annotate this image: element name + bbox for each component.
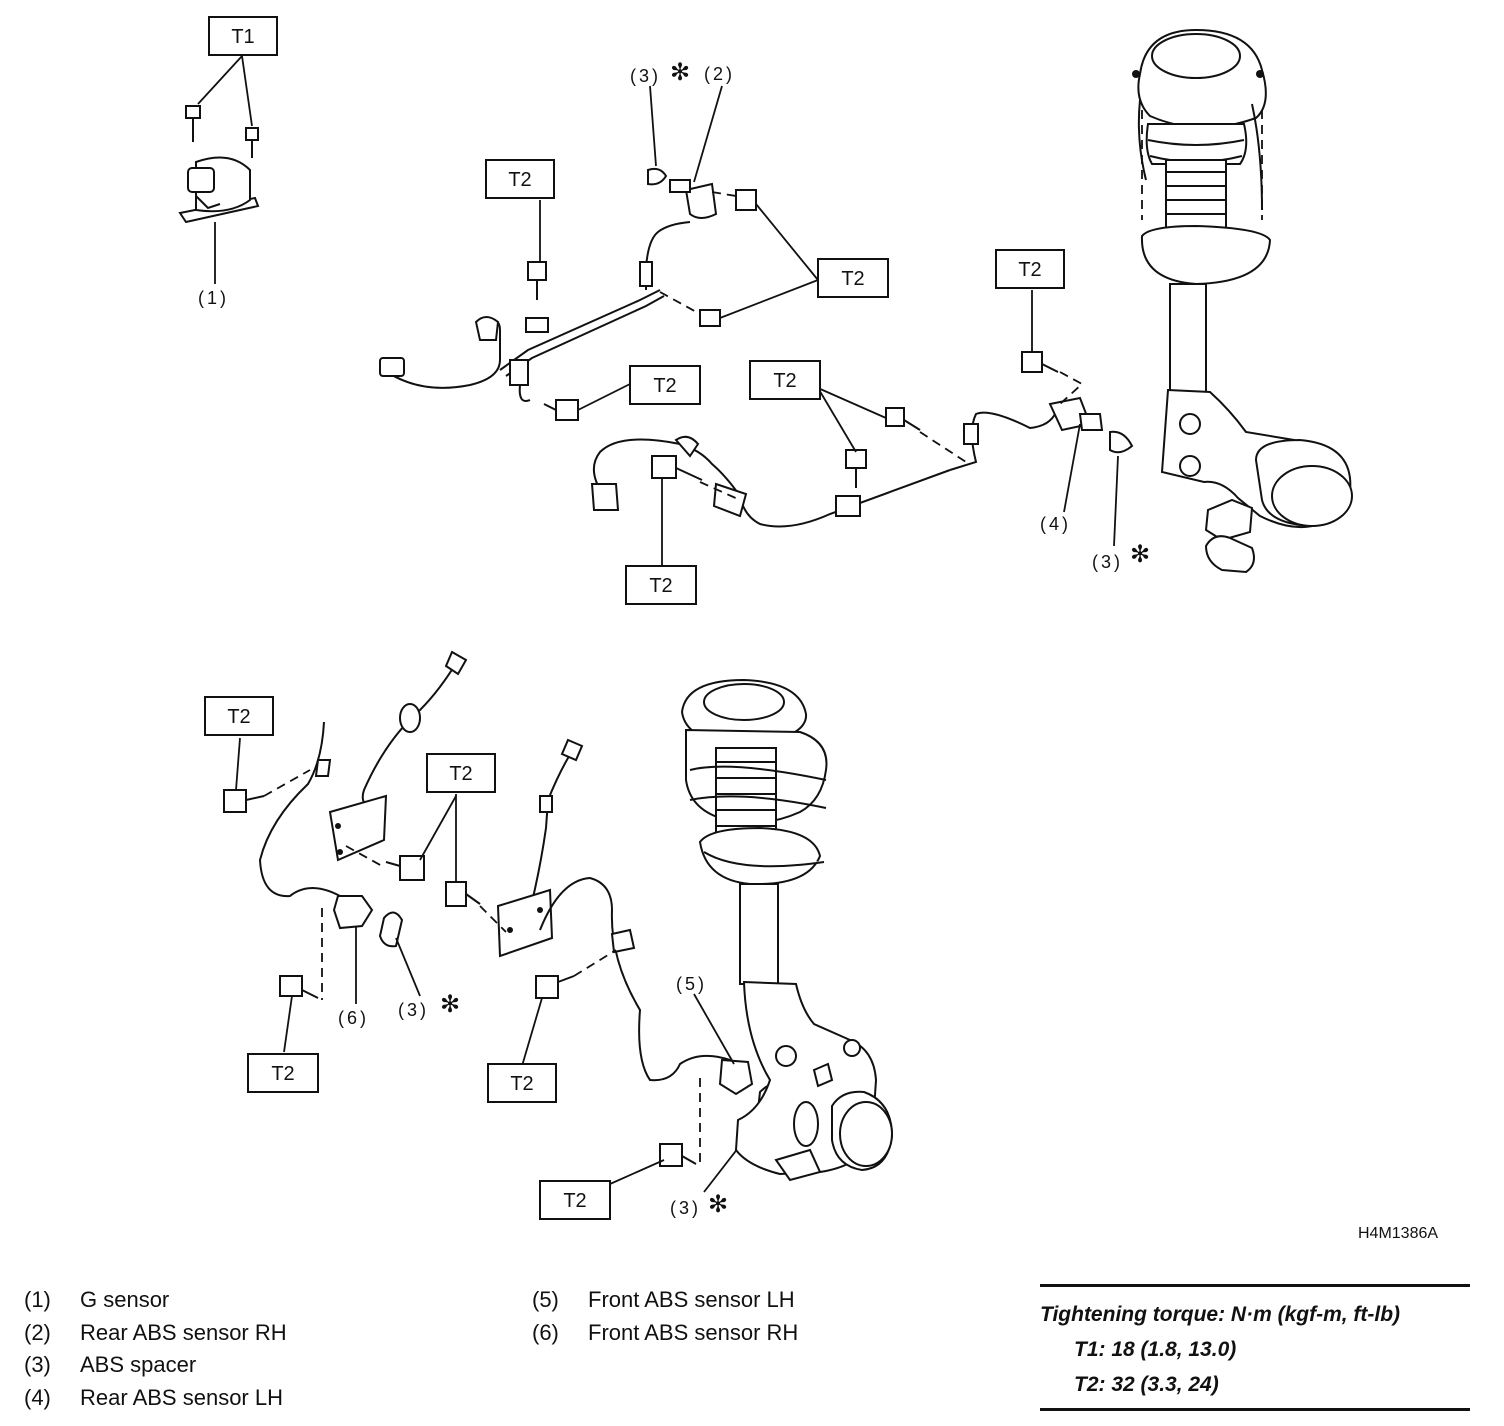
torque-heading: Tightening torque: N·m (kgf-m, ft-lb): [1040, 1303, 1401, 1326]
legend-num: (3): [24, 1352, 51, 1377]
rear-lh-bolts: [651, 351, 1059, 488]
svg-text:T2: T2: [841, 268, 864, 290]
front-lh-bolts: [445, 881, 697, 1167]
rear-rh-bolts: [527, 189, 757, 421]
rear-strut-assembly: [1132, 28, 1353, 574]
svg-text:T2: T2: [649, 575, 672, 597]
front-strut-assembly: [680, 678, 894, 1182]
t2-leader-c: [577, 383, 631, 411]
legend-num: (4): [24, 1384, 51, 1410]
legend-label: Front ABS sensor LH: [588, 1287, 795, 1312]
torque-box-t2-i: T2: [247, 1053, 319, 1093]
torque-box-t2-d: T2: [629, 365, 701, 405]
front-lh-dash-2: [573, 949, 617, 977]
callout-1: (1): [198, 288, 229, 308]
figure-id: H4M1386A: [1358, 1225, 1438, 1242]
torque-box-t2-j: T2: [487, 1063, 557, 1103]
t2-leader-i: [283, 995, 293, 1053]
legend-label: G sensor: [80, 1287, 170, 1312]
asterisk-front-lh: ✻: [708, 1190, 728, 1218]
t2-leader-g: [235, 737, 241, 791]
legend-label: ABS spacer: [80, 1352, 197, 1377]
svg-text:T2: T2: [449, 763, 472, 785]
t2-leader-l: [609, 1159, 665, 1185]
torque-box-t2-h: T2: [426, 753, 496, 793]
c3-leader-front-rh: [395, 937, 421, 997]
legend-item: (3) ABS spacer: [24, 1349, 287, 1382]
t2-leader-h: [419, 795, 457, 861]
rear-lh-harness: [590, 396, 1134, 528]
svg-text:T2: T2: [227, 706, 250, 728]
torque-t2: T2: 32 (3.3, 24): [1074, 1373, 1219, 1396]
c4-leader: [1063, 423, 1081, 513]
rear-lh-dash-1: [699, 481, 741, 501]
svg-text:T2: T2: [271, 1063, 294, 1085]
legend-label: Rear ABS sensor LH: [80, 1384, 283, 1410]
rear-rh-dash-2: [659, 291, 701, 315]
c3-leader-mid: [1113, 455, 1119, 547]
rear-rh-harness: [379, 167, 718, 402]
svg-text:T1: T1: [231, 26, 254, 48]
callout-4: (4): [1040, 514, 1071, 534]
g-sensor-bolts: [185, 105, 259, 158]
t2-leader-k: [521, 997, 543, 1067]
svg-text:T2: T2: [653, 375, 676, 397]
front-rh-bolts: [223, 789, 425, 999]
asterisk-top: ✻: [670, 58, 690, 86]
legend-label: Rear ABS sensor RH: [80, 1319, 287, 1345]
legend-item: (6) Front ABS sensor RH: [532, 1317, 798, 1350]
tightening-torque-box: Tightening torque: N·m (kgf-m, ft-lb) T1…: [1040, 1284, 1470, 1411]
callout-2: (2): [704, 64, 735, 84]
torque-box-t2-b: T2: [817, 258, 889, 298]
torque-box-t1: T1: [208, 16, 278, 56]
t2-leader-e: [817, 387, 887, 453]
front-rh-dash-2: [345, 845, 383, 867]
svg-text:T2: T2: [773, 370, 796, 392]
g-sensor-part: [178, 156, 260, 224]
asterisk-middle: ✻: [1130, 540, 1150, 568]
torque-box-t2-k: T2: [539, 1180, 611, 1220]
legend-left: (1) G sensor (2) Rear ABS sensor RH (3) …: [24, 1284, 287, 1414]
torque-box-t2-a: T2: [485, 159, 555, 199]
callout-3-middle: (3): [1092, 552, 1123, 572]
asterisk-front-rh: ✻: [440, 990, 460, 1018]
svg-text:T2: T2: [508, 169, 531, 191]
c2-leader: [693, 85, 723, 183]
legend-item: (1) G sensor: [24, 1284, 287, 1317]
torque-box-t2-c: T2: [995, 249, 1065, 289]
front-rh-harness: [258, 650, 468, 948]
front-lh-dash-1: [479, 905, 507, 933]
c5-leader: [693, 993, 735, 1065]
legend-num: (5): [532, 1287, 559, 1312]
legend-item: (2) Rear ABS sensor RH: [24, 1317, 287, 1350]
torque-box-t2-f: T2: [625, 565, 697, 605]
svg-text:T2: T2: [1018, 259, 1041, 281]
legend-label: Front ABS sensor RH: [588, 1319, 799, 1345]
torque-box-t2-e: T2: [749, 360, 821, 400]
legend-num: (2): [24, 1319, 51, 1345]
torque-t1: T1: 18 (1.8, 13.0): [1074, 1338, 1237, 1361]
callout-6: (6): [338, 1008, 369, 1028]
t1-leader: [197, 55, 253, 127]
rear-lh-dash-3: [1059, 371, 1084, 405]
callout-3-front-rh: (3): [398, 1000, 429, 1020]
callout-3-front-lh: (3): [670, 1198, 701, 1218]
svg-text:T2: T2: [563, 1190, 586, 1212]
legend-item: (5) Front ABS sensor LH: [532, 1284, 798, 1317]
t2-leader-b: [719, 203, 819, 319]
svg-text:T2: T2: [510, 1073, 533, 1095]
rear-lh-dash-2: [919, 431, 967, 463]
front-rh-dash-1: [263, 769, 311, 797]
legend-num: (1): [24, 1287, 51, 1312]
c3-leader-top: [649, 85, 657, 167]
callout-5: (5): [676, 974, 707, 994]
callout-3-top: (3): [630, 66, 661, 86]
rear-rh-dash-1: [711, 191, 737, 197]
legend-right: (5) Front ABS sensor LH (6) Front ABS se…: [532, 1284, 798, 1349]
torque-box-t2-g: T2: [204, 696, 274, 736]
legend-num: (6): [532, 1319, 559, 1345]
legend-item: (4) Rear ABS sensor LH: [24, 1382, 287, 1415]
